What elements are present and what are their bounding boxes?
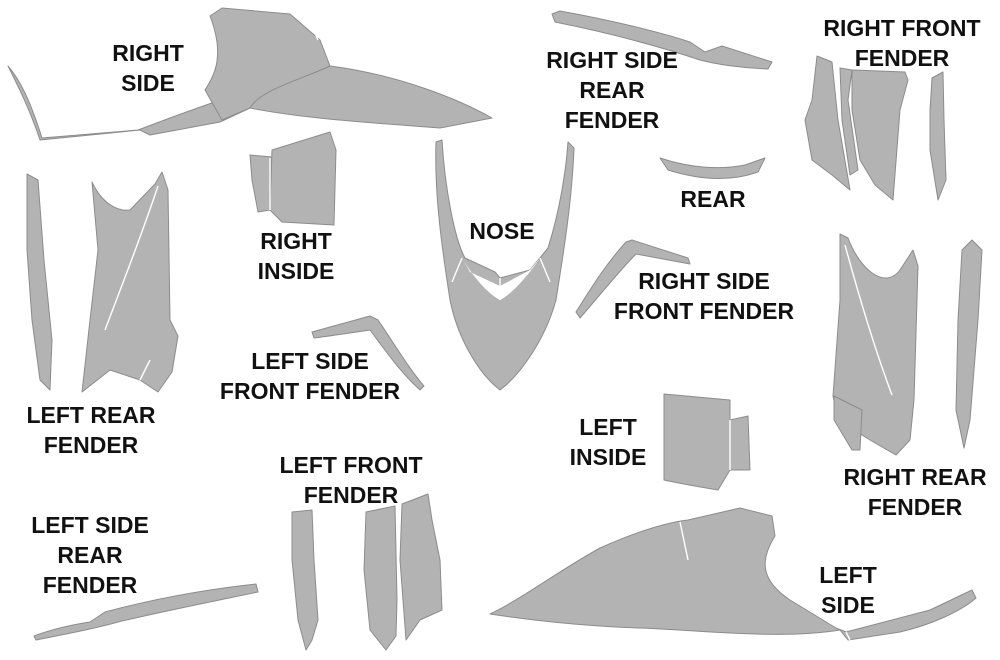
label-line: SIDE: [821, 592, 875, 618]
left-side-panel: [489, 507, 977, 641]
label-line: RIGHT FRONT: [823, 15, 981, 41]
label-left-side-rear-fender: LEFT SIDE REAR FENDER: [16, 510, 164, 600]
left-rear-fender-panel: [26, 171, 179, 393]
label-line: INSIDE: [257, 258, 335, 284]
label-line: FENDER: [854, 45, 950, 71]
label-line: RIGHT SIDE: [546, 47, 678, 73]
label-line: FENDER: [42, 572, 138, 598]
right-inside-panel: [249, 131, 337, 226]
left-front-fender-panel: [291, 493, 443, 651]
label-left-rear-fender: LEFT REAR FENDER: [16, 400, 166, 460]
label-line: FRONT FENDER: [613, 298, 795, 324]
label-nose: NOSE: [456, 216, 548, 246]
label-left-side: LEFT SIDE: [800, 560, 896, 620]
label-line: NOSE: [469, 218, 535, 244]
label-line: FENDER: [564, 107, 660, 133]
label-line: RIGHT: [112, 40, 184, 66]
right-side-rear-fender-panel: [551, 10, 773, 70]
label-line: RIGHT: [260, 228, 332, 254]
label-line: REAR: [57, 542, 123, 568]
label-line: SIDE: [121, 70, 175, 96]
left-side-rear-fender-panel: [33, 583, 259, 641]
label-line: LEFT REAR: [26, 402, 156, 428]
right-side-panel: [7, 7, 493, 141]
label-line: FENDER: [43, 432, 139, 458]
label-right-side-front-fender: RIGHT SIDE FRONT FENDER: [600, 266, 808, 326]
label-line: LEFT FRONT: [279, 452, 423, 478]
label-line: FENDER: [303, 482, 399, 508]
label-left-front-fender: LEFT FRONT FENDER: [266, 450, 436, 510]
label-line: LEFT: [819, 562, 877, 588]
label-line: INSIDE: [569, 444, 647, 470]
label-line: RIGHT REAR: [843, 464, 987, 490]
label-right-front-fender: RIGHT FRONT FENDER: [812, 13, 992, 73]
right-side-front-fender-panel: [575, 239, 691, 319]
label-right-inside: RIGHT INSIDE: [244, 226, 348, 286]
label-line: LEFT: [579, 414, 637, 440]
label-right-side-rear-fender: RIGHT SIDE REAR FENDER: [530, 45, 694, 135]
right-rear-fender-panel: [832, 233, 983, 456]
rear-panel: [659, 157, 766, 179]
right-front-fender-panel: [804, 55, 947, 201]
label-line: LEFT SIDE: [31, 512, 149, 538]
left-side-front-fender-panel: [311, 315, 425, 391]
label-line: FENDER: [867, 494, 963, 520]
label-right-rear-fender: RIGHT REAR FENDER: [830, 462, 1000, 522]
label-line: LEFT SIDE: [251, 348, 369, 374]
label-line: REAR: [579, 77, 645, 103]
label-line: FRONT FENDER: [219, 378, 401, 404]
nose-panel: [435, 139, 575, 391]
label-left-inside: LEFT INSIDE: [556, 412, 660, 472]
label-right-side: RIGHT SIDE: [98, 38, 198, 98]
label-left-side-front-fender: LEFT SIDE FRONT FENDER: [206, 346, 414, 406]
label-line: RIGHT SIDE: [638, 268, 770, 294]
label-line: REAR: [680, 186, 746, 212]
left-inside-panel: [663, 393, 751, 491]
label-rear: REAR: [670, 184, 756, 214]
